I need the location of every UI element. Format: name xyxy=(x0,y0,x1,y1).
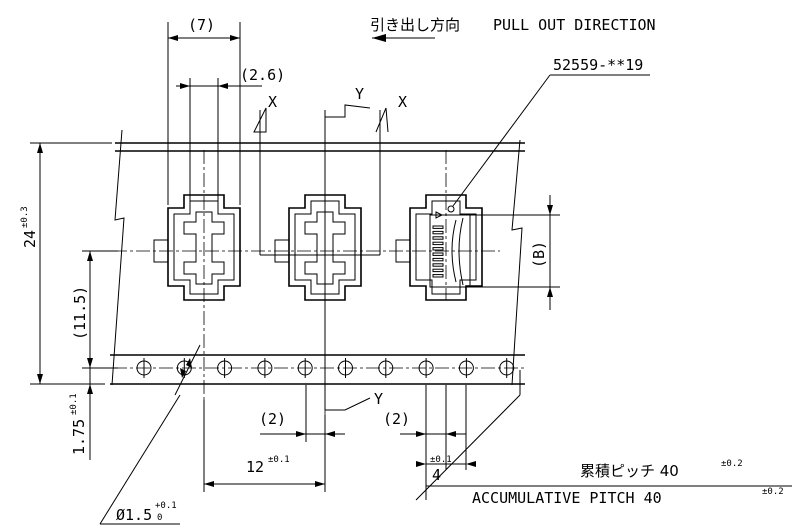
dim-24-tol: ±0.3 xyxy=(20,206,30,228)
pitch-jp: 累積ピッチ 40 xyxy=(580,462,679,480)
carrier-tape xyxy=(110,129,525,386)
connector-pocket-2 xyxy=(274,194,362,301)
dimension-lines xyxy=(30,22,792,525)
dim-2-left: (2) xyxy=(259,410,286,428)
pitch-en: ACCUMULATIVE PITCH 40 xyxy=(472,489,662,507)
connector-pin xyxy=(432,241,444,246)
section-label-x1: X xyxy=(268,93,277,111)
center-lines xyxy=(90,150,500,480)
connector-pin xyxy=(432,247,444,251)
part-number: 52559-**19 xyxy=(553,56,643,74)
pull-direction-jp: 引き出し方向 xyxy=(370,16,460,34)
dim-b: (B) xyxy=(530,241,548,268)
dim-2-right: (2) xyxy=(383,410,410,428)
section-lines xyxy=(253,104,389,411)
connector-pin xyxy=(432,268,444,273)
dim-2-6: (2.6) xyxy=(240,66,285,84)
dim-24: 24 xyxy=(21,230,39,248)
pull-direction-en: PULL OUT DIRECTION xyxy=(493,16,656,34)
hole-tol-lower: 0 xyxy=(157,513,162,523)
section-label-x2: X xyxy=(398,93,407,111)
section-label-y2: Y xyxy=(374,390,383,408)
connector-pin xyxy=(432,230,444,235)
dim-4: 4 xyxy=(432,466,441,484)
connector-pocket-1 xyxy=(153,194,241,301)
dim-12-tol: ±0.1 xyxy=(268,455,290,465)
sprocket-holes xyxy=(90,358,525,378)
dim-12: 12 xyxy=(246,458,264,476)
pitch-jp-tol: ±0.2 xyxy=(721,459,743,469)
dim-1-75-tol: ±0.1 xyxy=(69,393,79,415)
connector-pin xyxy=(432,274,444,278)
dim-11-5: (11.5) xyxy=(71,286,89,340)
connector-pin xyxy=(432,252,444,256)
connector-pin xyxy=(432,225,444,229)
hole-tol-upper: +0.1 xyxy=(155,501,177,511)
dim-4-tol: ±0.1 xyxy=(430,455,452,465)
connector-pin xyxy=(432,236,444,240)
section-label-y1: Y xyxy=(355,85,364,103)
connector-pocket-3-with-part xyxy=(395,194,483,301)
dim-7: (7) xyxy=(188,16,215,34)
dim-1-75: 1.75 xyxy=(70,419,88,455)
pitch-en-tol: ±0.2 xyxy=(762,487,784,497)
connector-pin xyxy=(432,257,444,262)
connector-pin xyxy=(432,263,444,267)
hole-diameter: Ø1.5 xyxy=(116,506,152,524)
